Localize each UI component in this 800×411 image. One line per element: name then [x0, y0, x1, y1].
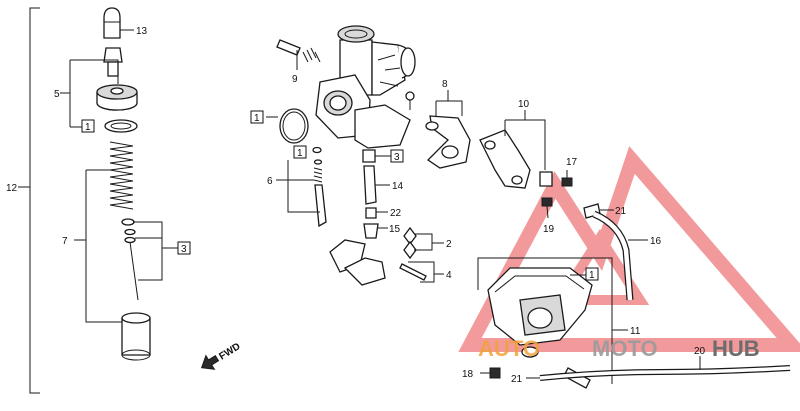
fwd-arrow: FWD — [200, 341, 242, 370]
boxed-1-center — [250, 110, 264, 124]
part-float — [329, 239, 386, 286]
callout-20: 20 — [694, 346, 706, 357]
part-2 — [403, 226, 417, 260]
part-fitting — [103, 47, 123, 63]
boxed-3-mid — [390, 149, 404, 163]
svg-text:3: 3 — [394, 152, 400, 163]
part-22 — [365, 207, 377, 219]
callout-13: 13 — [136, 26, 148, 37]
boxed-1-bowl — [585, 267, 599, 281]
part-ring — [104, 119, 138, 133]
callout-10: 10 — [518, 99, 530, 110]
callout-15: 15 — [389, 224, 401, 235]
callout-18: 18 — [462, 369, 474, 380]
watermark-logo — [458, 146, 800, 352]
boxed-1-mid — [293, 145, 307, 159]
part-17 — [561, 177, 573, 187]
part-o-ring — [279, 108, 309, 144]
callout-8: 8 — [442, 79, 448, 90]
part-5-top-cap — [96, 84, 138, 111]
callout-4: 4 — [446, 270, 452, 281]
bracket-12 — [29, 7, 40, 394]
part-14-needle-jet — [363, 165, 377, 205]
part-13-cap — [103, 7, 121, 39]
part-needle — [121, 218, 139, 301]
callout-21-top: 21 — [615, 206, 627, 217]
part-8-bracket — [425, 115, 471, 169]
callout-7: 7 — [62, 236, 68, 247]
part-10-bracket — [479, 129, 553, 189]
svg-text:1: 1 — [589, 270, 595, 281]
part-19 — [541, 197, 553, 207]
callout-9: 9 — [292, 74, 298, 85]
callout-2: 2 — [446, 239, 452, 250]
part-spring — [109, 141, 134, 210]
watermark-text: AUTO MOTO HUB — [478, 336, 760, 361]
callout-11: 11 — [630, 326, 641, 337]
svg-text:1: 1 — [254, 113, 260, 124]
part-9-screw — [276, 39, 321, 63]
fwd-label: FWD — [217, 341, 242, 362]
callout-17: 17 — [566, 157, 578, 168]
svg-text:MOTO: MOTO — [592, 336, 658, 361]
part-4-pin — [399, 263, 427, 281]
callout-12: 12 — [6, 183, 18, 194]
part-6-pilot-screw — [312, 146, 327, 228]
part-carburetor-body — [315, 25, 416, 149]
callout-19: 19 — [543, 224, 555, 235]
part-15 — [363, 223, 379, 239]
bracket-7 — [85, 170, 122, 323]
callout-22: 22 — [390, 208, 402, 219]
boxed-3-left — [177, 241, 191, 255]
svg-text:AUTO: AUTO — [478, 336, 540, 361]
callout-6: 6 — [267, 176, 273, 187]
boxed-1-left — [81, 119, 95, 133]
callout-16: 16 — [650, 236, 662, 247]
part-jet-holder — [362, 149, 376, 163]
svg-text:HUB: HUB — [712, 336, 760, 361]
part-throttle-valve — [121, 312, 151, 361]
callout-21-bottom: 21 — [511, 374, 523, 385]
part-float-bowl — [487, 267, 593, 358]
callout-14: 14 — [392, 181, 404, 192]
callout-5: 5 — [54, 89, 60, 100]
svg-text:3: 3 — [181, 244, 187, 255]
part-18 — [489, 367, 501, 379]
leader-5 — [70, 59, 119, 84]
svg-text:1: 1 — [297, 148, 303, 159]
svg-text:1: 1 — [85, 122, 91, 133]
